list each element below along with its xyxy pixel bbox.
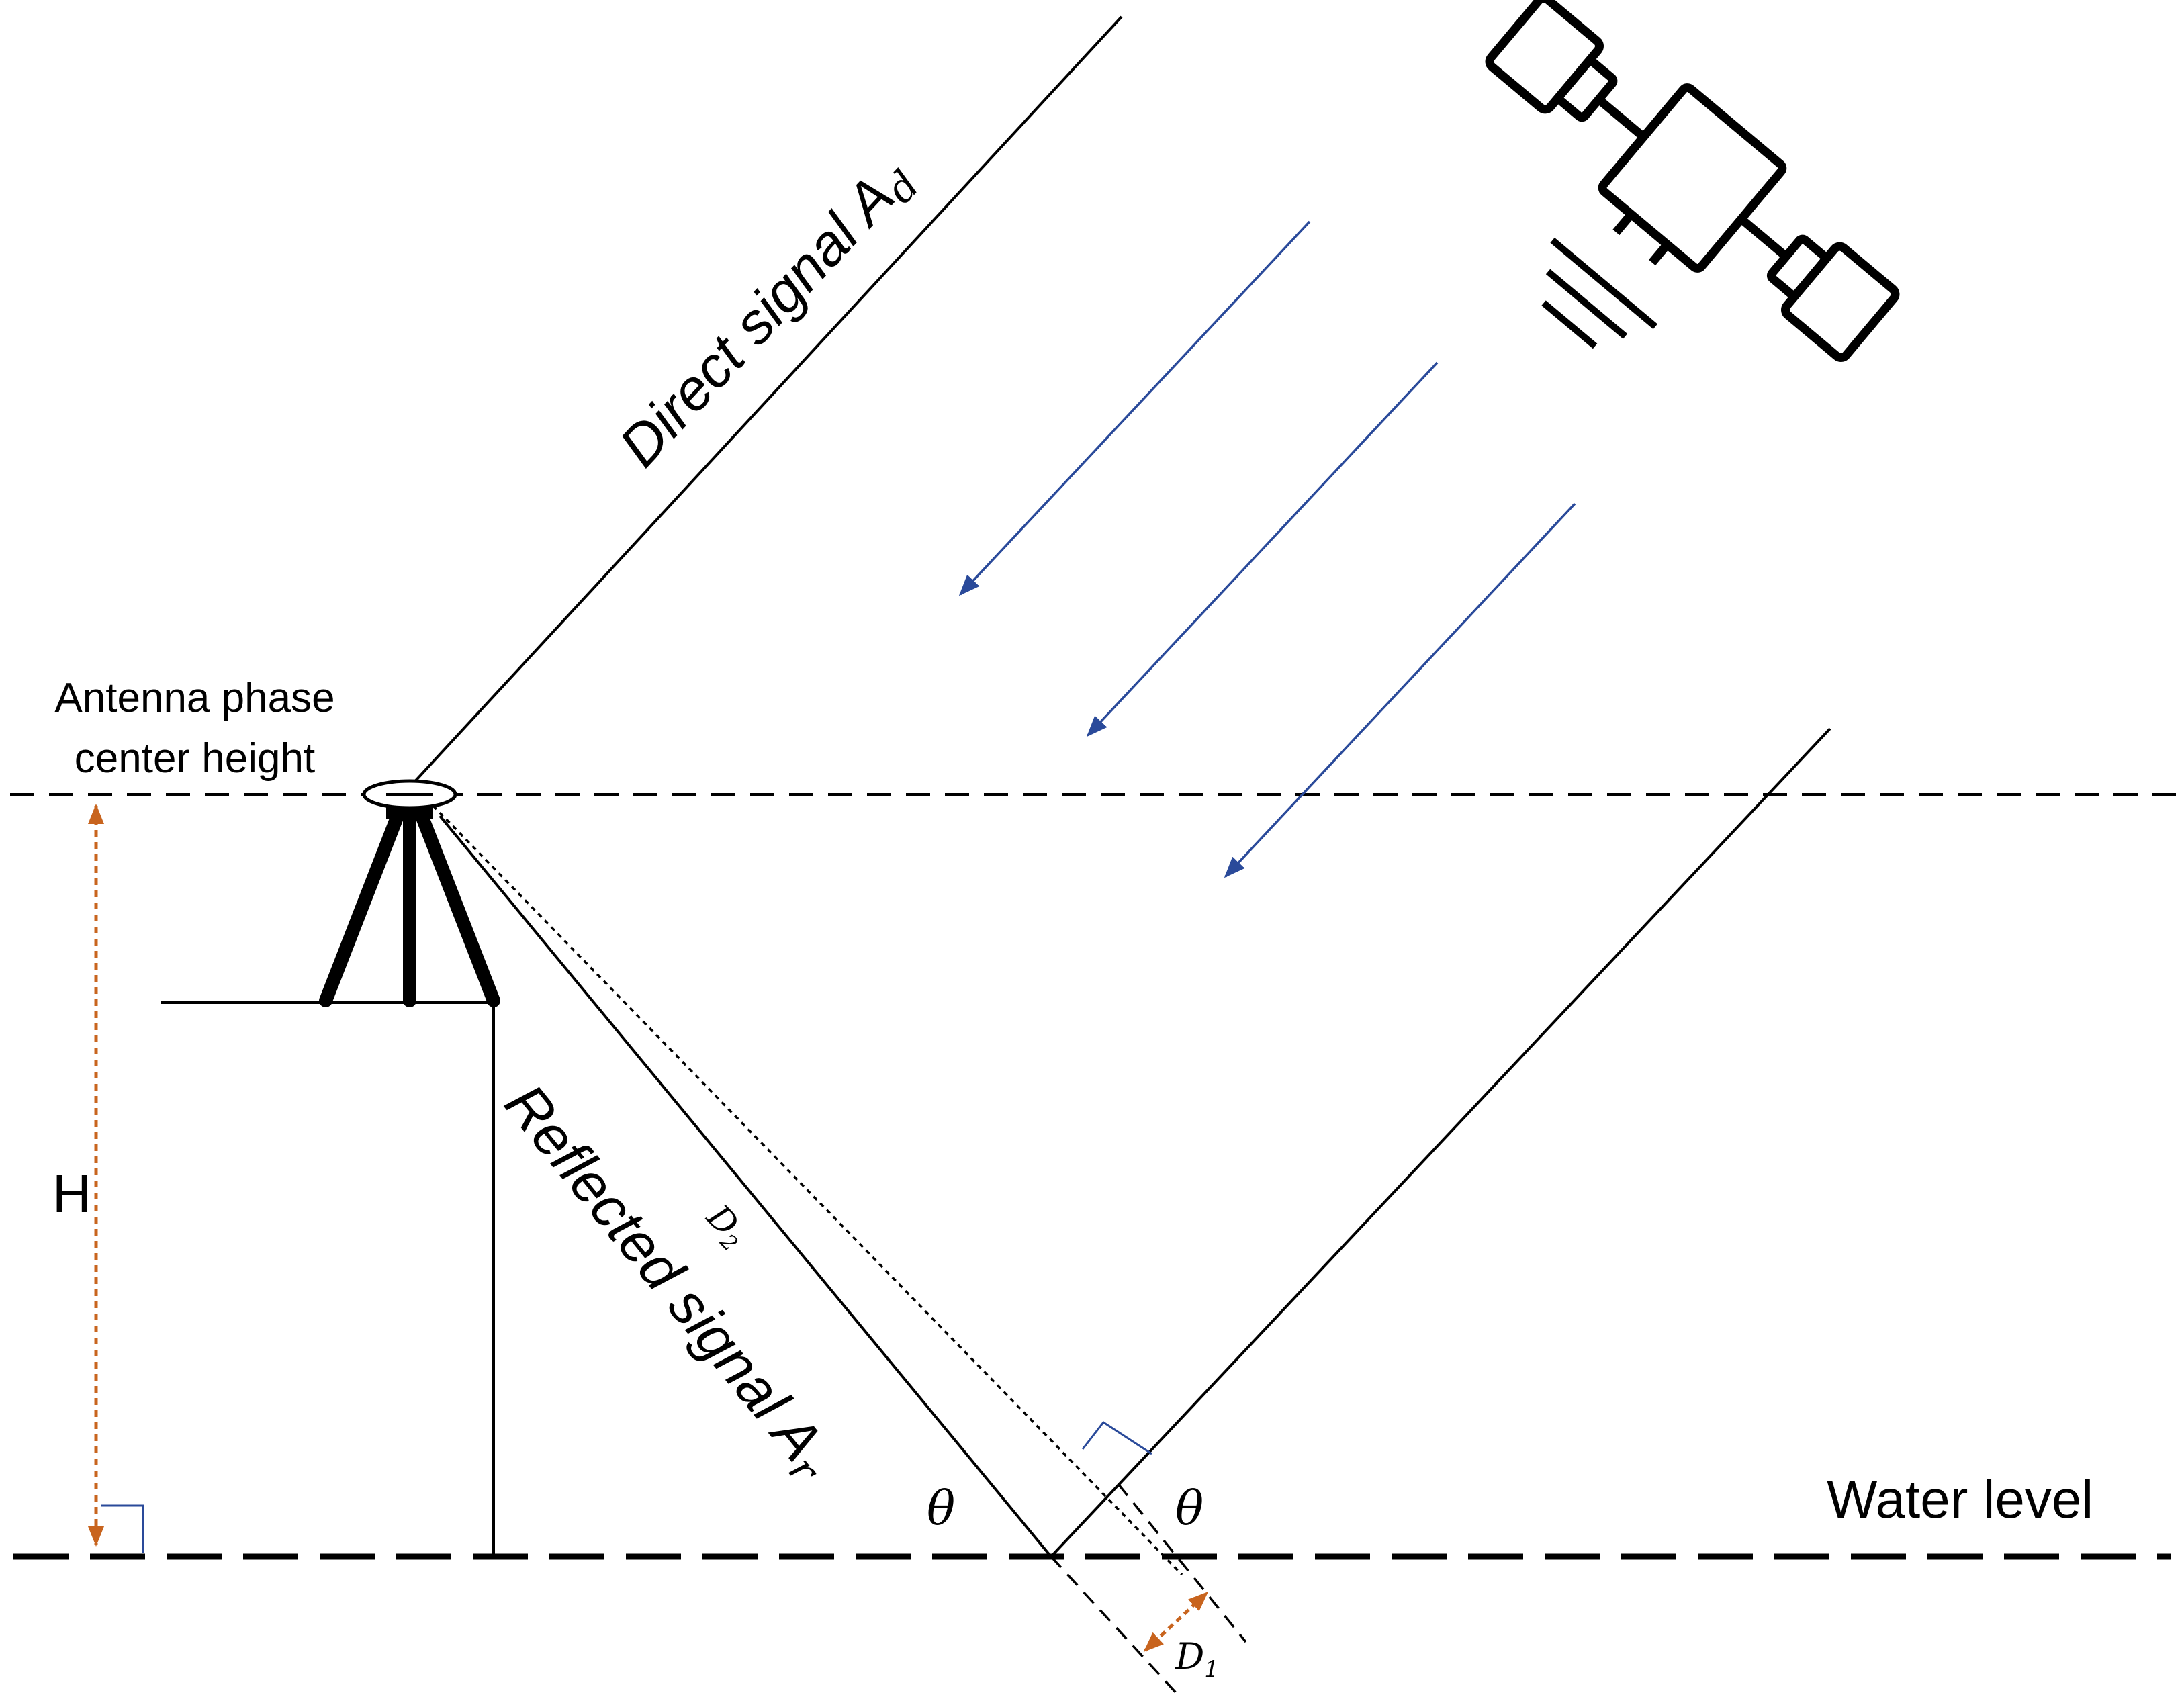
theta-right-label: θ bbox=[1175, 1481, 1203, 1536]
d1-extension-left bbox=[1050, 1555, 1180, 1697]
reflected-dotted-line bbox=[432, 804, 1183, 1576]
d1-dimension-line bbox=[1143, 1591, 1209, 1653]
reflected-signal-line bbox=[439, 815, 1052, 1558]
height-label: H bbox=[52, 1164, 91, 1224]
incoming-signal-arrow-1 bbox=[958, 220, 1311, 596]
antenna-label-line1: Antenna phase bbox=[54, 675, 334, 721]
right-angle-mark-height bbox=[101, 1504, 144, 1553]
theta-left-label: θ bbox=[927, 1481, 955, 1536]
direct-signal-line bbox=[408, 15, 1123, 788]
water-level-label: Water level bbox=[1827, 1469, 2093, 1529]
incoming-parallel-line bbox=[1050, 727, 1831, 1558]
antenna-label-line2: center height bbox=[75, 735, 315, 782]
reflected-signal-label: Reflected signal Ar bbox=[487, 1072, 848, 1494]
direct-signal-label: Direct signal Ad bbox=[607, 145, 929, 483]
d1-extension-right bbox=[1117, 1483, 1247, 1643]
d2-label: D2 bbox=[696, 1197, 756, 1256]
tripod-antenna-icon bbox=[319, 779, 500, 1007]
d1-label: D1 bbox=[1175, 1635, 1219, 1683]
right-angle-mark-reflection bbox=[1081, 1420, 1152, 1455]
incoming-signal-arrow-2 bbox=[1086, 361, 1439, 737]
incoming-signal-arrow-3 bbox=[1224, 502, 1576, 878]
satellite-icon bbox=[1485, 0, 1900, 362]
